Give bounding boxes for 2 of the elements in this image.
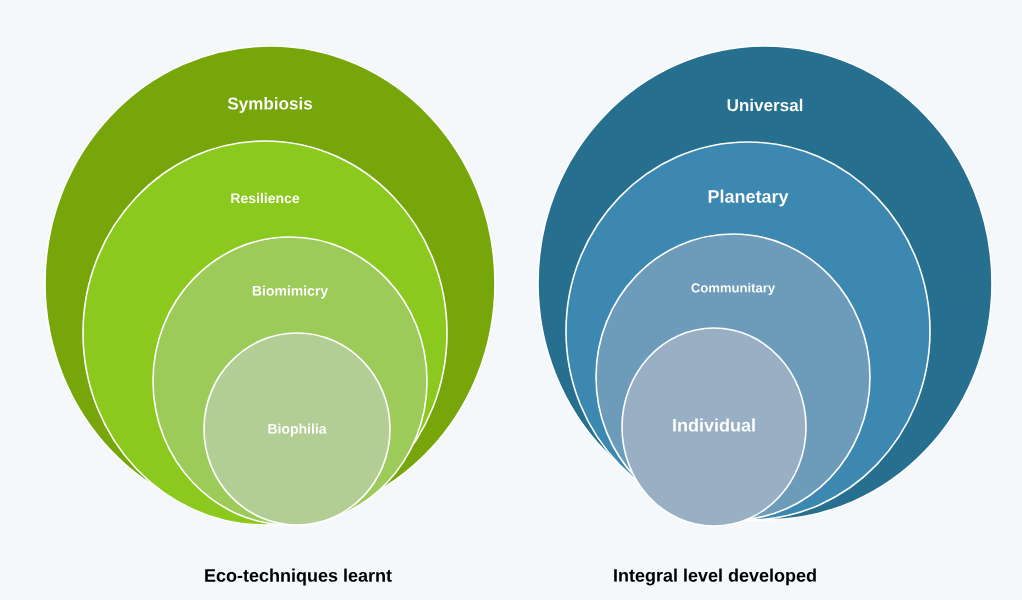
caption: Integral level developed: [614, 568, 816, 586]
caption: Eco-techniques learnt: [205, 568, 392, 586]
